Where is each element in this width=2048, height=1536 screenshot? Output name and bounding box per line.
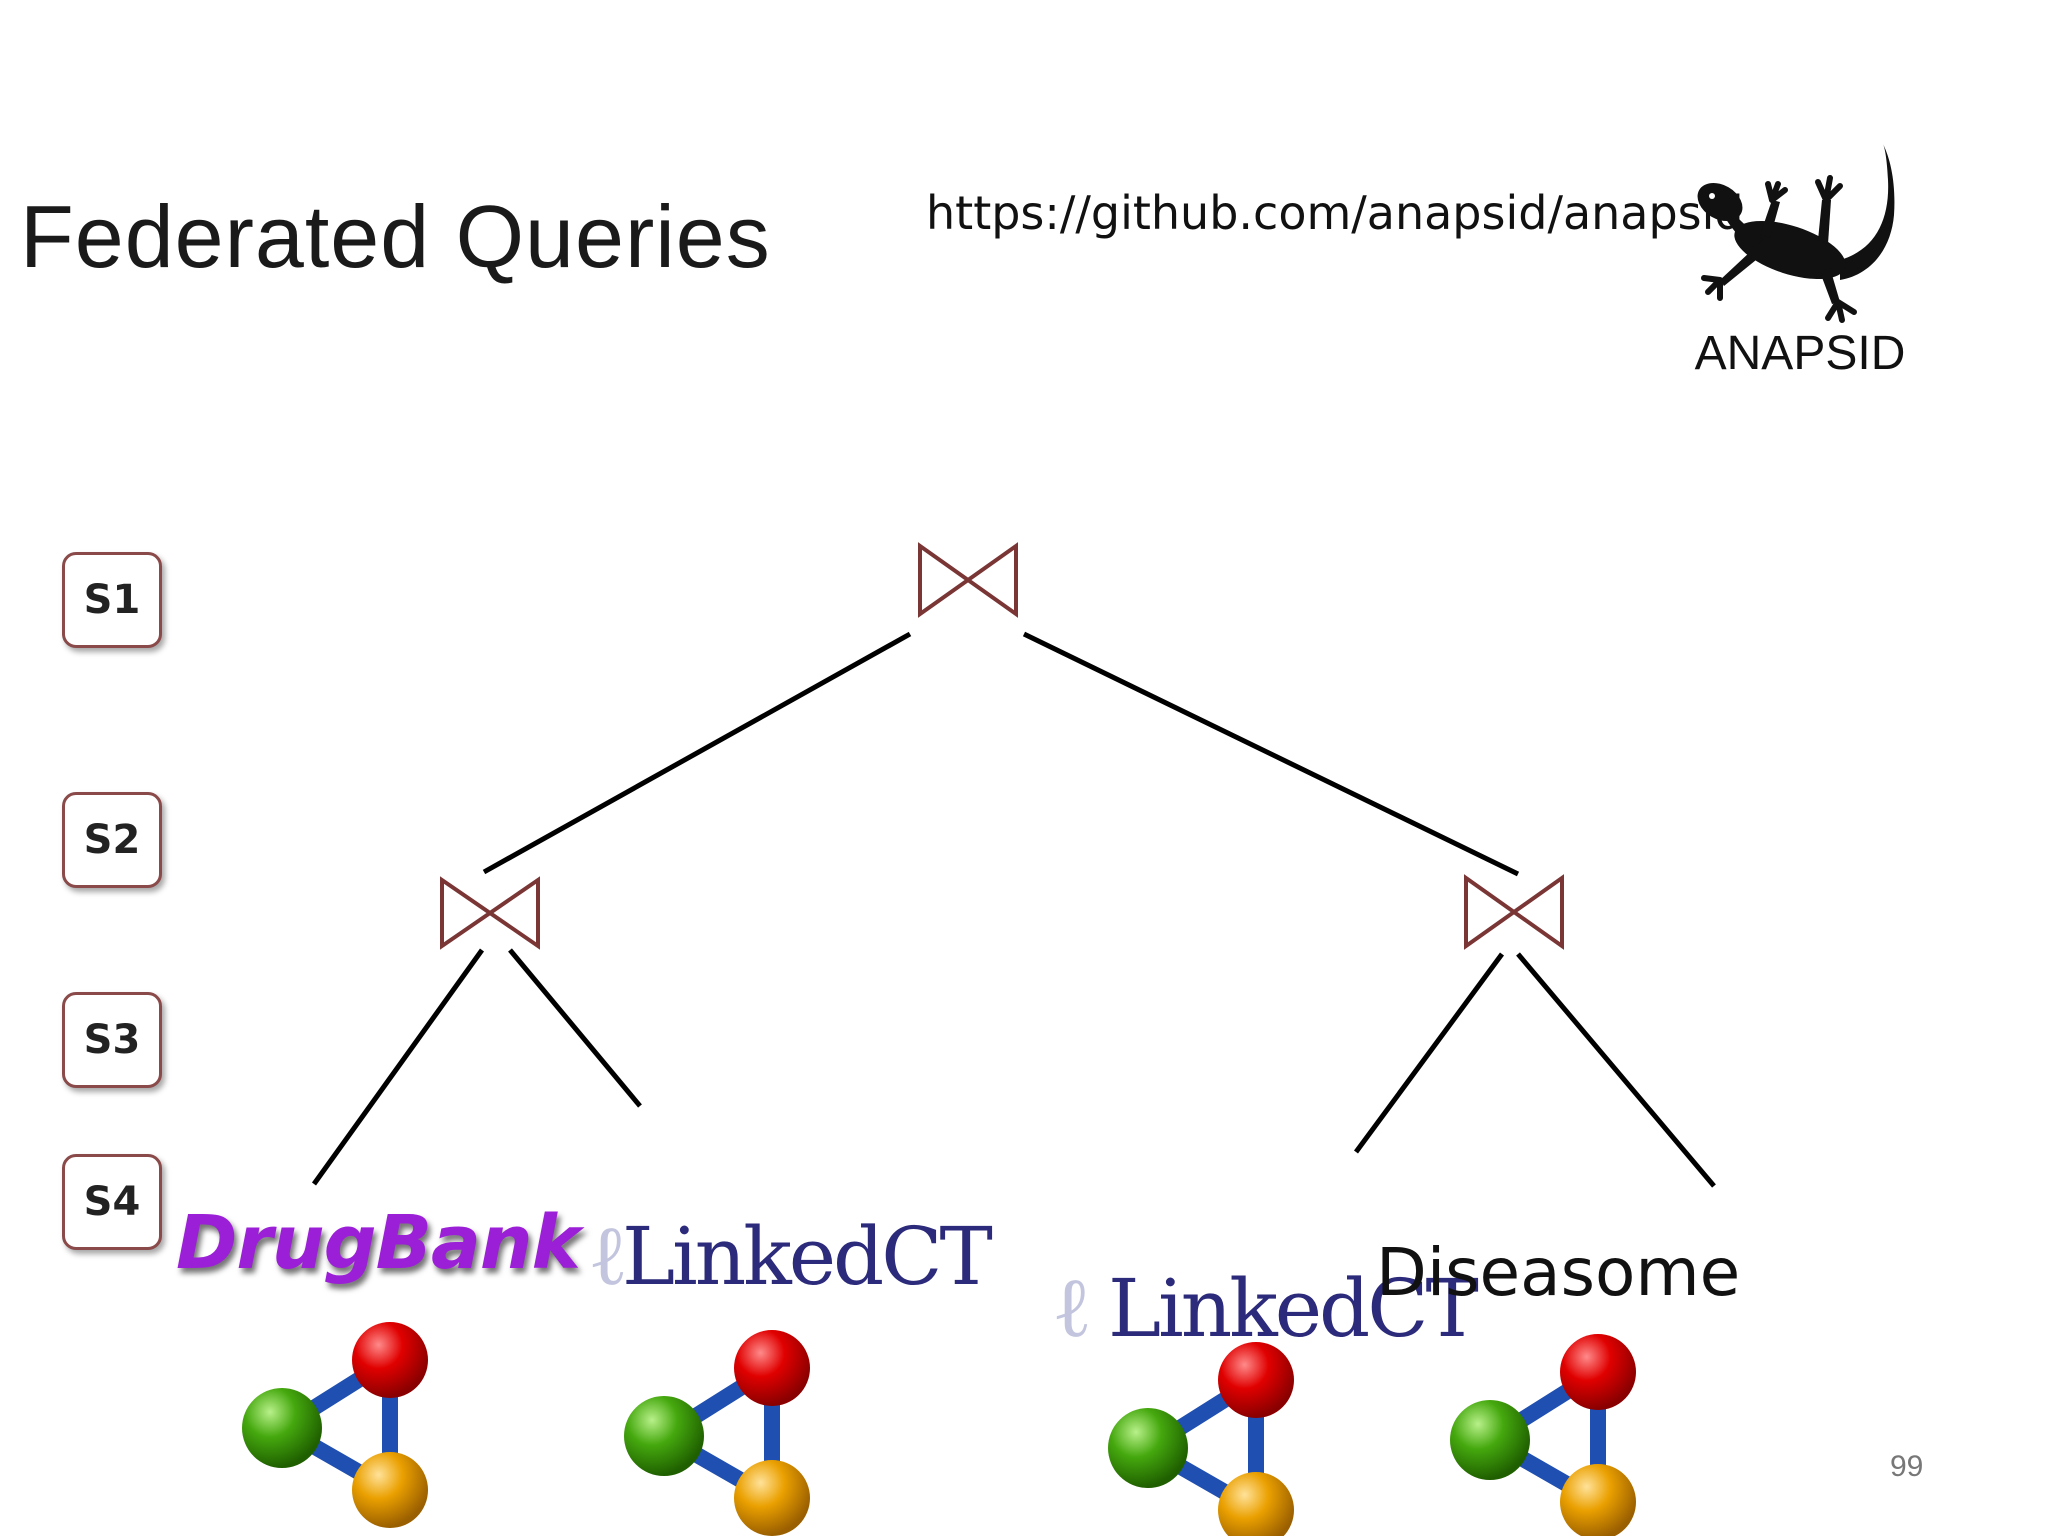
source-diseasome: Diseasome [1376, 1234, 1741, 1311]
stage-s3: S3 [62, 992, 162, 1088]
stage-s4: S4 [62, 1154, 162, 1250]
rdf-graph-icon-linkedct-2 [1108, 1342, 1294, 1536]
edge-root-left [482, 631, 912, 875]
stage-s2: S2 [62, 792, 162, 888]
source-drugbank: DrugBank [176, 1200, 581, 1286]
page-number: 99 [1890, 1450, 1924, 1483]
ribbon-icon: ℓ [1052, 1258, 1092, 1356]
edge-left-linkedct [508, 948, 642, 1108]
edge-left-drugbank [311, 948, 485, 1186]
rdf-graph-icon-diseasome [1450, 1334, 1636, 1536]
github-link[interactable]: https://github.com/anapsid/anapsid [926, 186, 1744, 240]
edge-right-diseasome [1516, 952, 1716, 1188]
join-bowtie-icon-left [440, 876, 540, 950]
edge-root-right [1022, 631, 1520, 877]
source-linkedct-1-label: LinkedCT [622, 1210, 993, 1303]
stage-s1: S1 [62, 552, 162, 648]
join-bowtie-icon-root [918, 542, 1018, 618]
rdf-graph-icon-drugbank [242, 1322, 428, 1528]
ribbon-icon: ℓ [588, 1206, 628, 1304]
gecko-icon [1697, 144, 1895, 323]
source-linkedct-2: ℓ LinkedCT [1052, 1258, 1479, 1356]
source-linkedct-1: ℓ LinkedCT [588, 1206, 993, 1304]
anapsid-label: ANAPSID [1694, 327, 1906, 380]
source-linkedct-2-label: LinkedCT [1108, 1262, 1479, 1355]
slide-title: Federated Queries [20, 187, 771, 286]
edge-right-linkedct [1353, 952, 1505, 1154]
rdf-graph-icon-linkedct-1 [624, 1330, 810, 1536]
join-bowtie-icon-right [1464, 874, 1564, 950]
